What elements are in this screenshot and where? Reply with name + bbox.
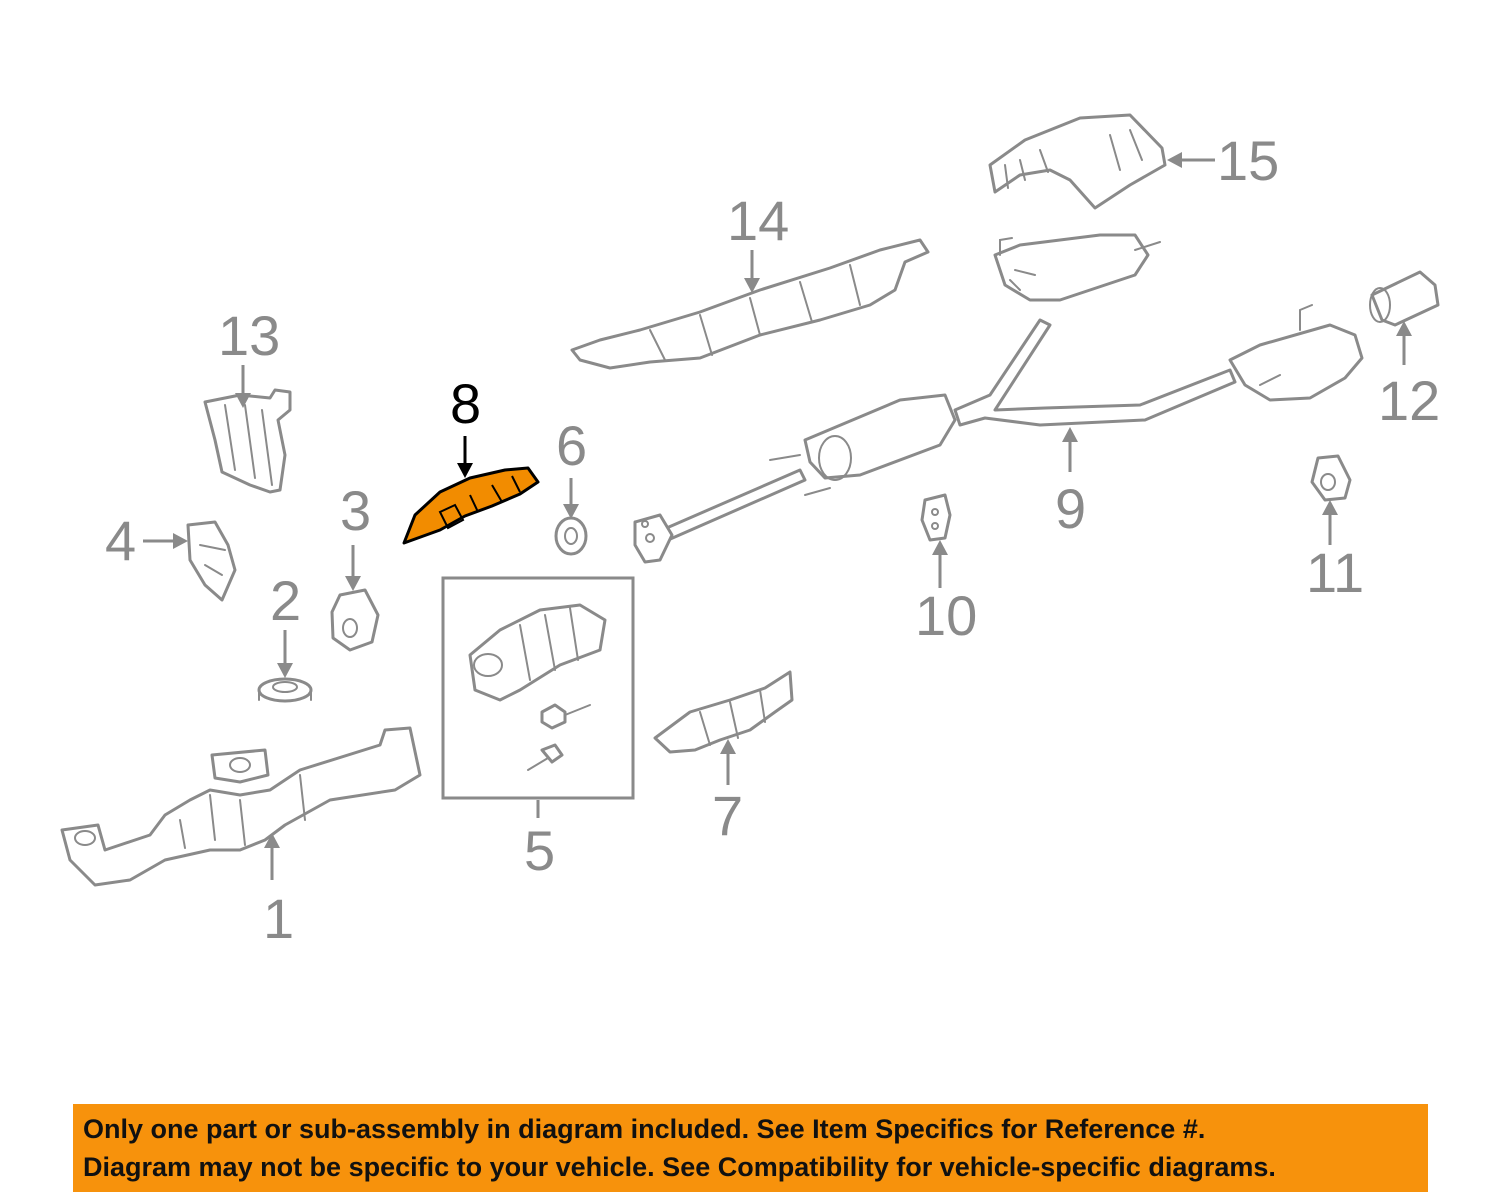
- part-13-heat-shield[interactable]: [203, 388, 292, 494]
- callout-labels: 1 2 3 4 5 6 7 8 9 10 11 12 13 14 15: [105, 129, 1440, 950]
- callout-leaders: [143, 152, 1412, 880]
- part-7-heat-shield[interactable]: [653, 670, 794, 754]
- part-12-exhaust-tip[interactable]: [1369, 270, 1440, 327]
- callout-11[interactable]: 11: [1306, 541, 1364, 604]
- part-2-gasket[interactable]: [257, 677, 313, 703]
- callout-10[interactable]: 10: [915, 584, 977, 647]
- callout-5[interactable]: 5: [524, 819, 555, 882]
- callout-1[interactable]: 1: [263, 887, 294, 950]
- part-1-front-pipe[interactable]: [60, 726, 422, 887]
- part-10-hanger[interactable]: [920, 493, 952, 542]
- part-9-rear-exhaust-pipe[interactable]: [633, 233, 1364, 564]
- part-4-bracket[interactable]: [186, 520, 237, 602]
- callout-2[interactable]: 2: [270, 569, 301, 632]
- part-11-hanger[interactable]: [1310, 454, 1352, 502]
- callout-4[interactable]: 4: [105, 509, 136, 572]
- disclaimer-line-1: Only one part or sub-assembly in diagram…: [83, 1114, 1206, 1144]
- part-14-heat-shield[interactable]: [570, 238, 930, 370]
- callout-3[interactable]: 3: [340, 479, 371, 542]
- disclaimer-line-2: Diagram may not be specific to your vehi…: [83, 1152, 1276, 1182]
- part-15-heat-shield[interactable]: [988, 113, 1167, 210]
- part-5-converter-assembly[interactable]: [441, 576, 635, 800]
- part-6-washer[interactable]: [554, 516, 588, 556]
- callout-6[interactable]: 6: [556, 414, 587, 477]
- callout-13[interactable]: 13: [218, 304, 280, 367]
- disclaimer-banner: Only one part or sub-assembly in diagram…: [73, 1104, 1428, 1192]
- callout-12[interactable]: 12: [1378, 369, 1440, 432]
- callout-8[interactable]: 8: [450, 372, 481, 435]
- part-8-heat-shield-highlighted[interactable]: [402, 466, 540, 545]
- callout-15[interactable]: 15: [1217, 129, 1279, 192]
- callout-7[interactable]: 7: [712, 784, 743, 847]
- callout-14[interactable]: 14: [727, 189, 789, 252]
- exhaust-system-diagram: 1 2 3 4 5 6 7 8 9 10 11 12 13 14 15: [60, 113, 1440, 950]
- part-3-hanger-rubber[interactable]: [330, 588, 380, 652]
- callout-9[interactable]: 9: [1055, 477, 1086, 540]
